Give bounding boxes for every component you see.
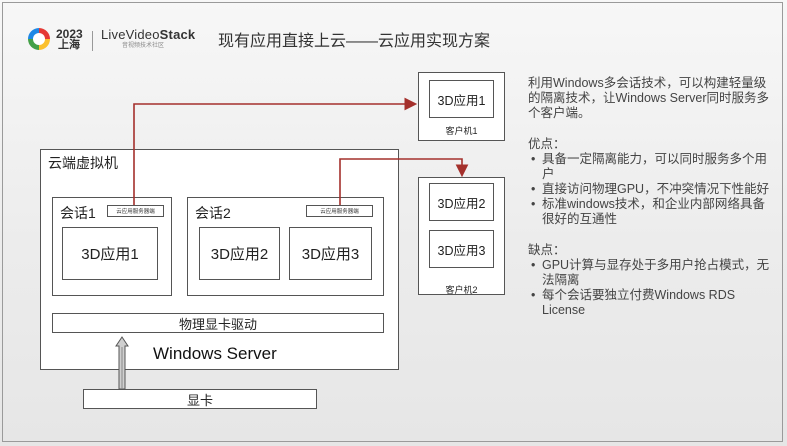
client1-label: 客户机1 [445, 126, 478, 136]
logo-city: 上海 [58, 39, 80, 51]
session2-server-tag: 云应用服务器端 [306, 205, 373, 217]
client1-app-box: 3D应用1 [429, 80, 494, 118]
arrow-up-icon [115, 336, 129, 390]
slide-frame [2, 2, 783, 442]
client2-app-b-box: 3D应用3 [429, 230, 494, 268]
logo-divider [92, 31, 93, 51]
session1-label: 会话1 [60, 205, 96, 221]
brand-subtitle: 音视频技术社区 [122, 43, 165, 49]
os-label: Windows Server [153, 344, 277, 363]
pros-item: 直接访问物理GPU，不冲突情况下性能好 [528, 182, 774, 197]
pros-title: 优点： [528, 137, 566, 151]
client2-label: 客户机2 [445, 285, 478, 295]
brand-suffix: Stack [159, 27, 196, 42]
gpu-driver-bar: 物理显卡驱动 [52, 313, 384, 333]
intro-text: 利用Windows多会话技术，可以构建轻量级的隔离技术，让Windows Ser… [528, 76, 769, 120]
session2-app-a-box: 3D应用2 [199, 227, 280, 280]
brand-logo: LiveVideoStack [101, 28, 195, 42]
session1-server-tag: 云应用服务器端 [107, 205, 164, 217]
client2-app-a-box: 3D应用2 [429, 183, 494, 221]
pros-item: 标准windows技术，和企业内部网络具备很好的互通性 [528, 197, 774, 227]
vm-label: 云端虚拟机 [48, 155, 118, 171]
notes-panel: 利用Windows多会话技术，可以构建轻量级的隔离技术，让Windows Ser… [528, 76, 774, 318]
session2-app-b-box: 3D应用3 [289, 227, 372, 280]
conference-logo-icon [28, 28, 50, 50]
gpu-box: 显卡 [83, 389, 317, 409]
logo-year: 2023 [56, 27, 83, 41]
session2-label: 会话2 [195, 205, 231, 221]
slide-title: 现有应用直接上云——云应用实现方案 [218, 33, 491, 50]
cons-item: GPU计算与显存处于多用户抢占模式，无法隔离 [528, 258, 774, 288]
pros-item: 具备一定隔离能力，可以同时服务多个用户 [528, 152, 774, 182]
cons-item: 每个会话要独立付费Windows RDS License [528, 288, 774, 318]
brand-prefix: LiveVideo [101, 27, 160, 42]
cons-title: 缺点： [528, 243, 566, 257]
session1-app-box: 3D应用1 [62, 227, 158, 280]
